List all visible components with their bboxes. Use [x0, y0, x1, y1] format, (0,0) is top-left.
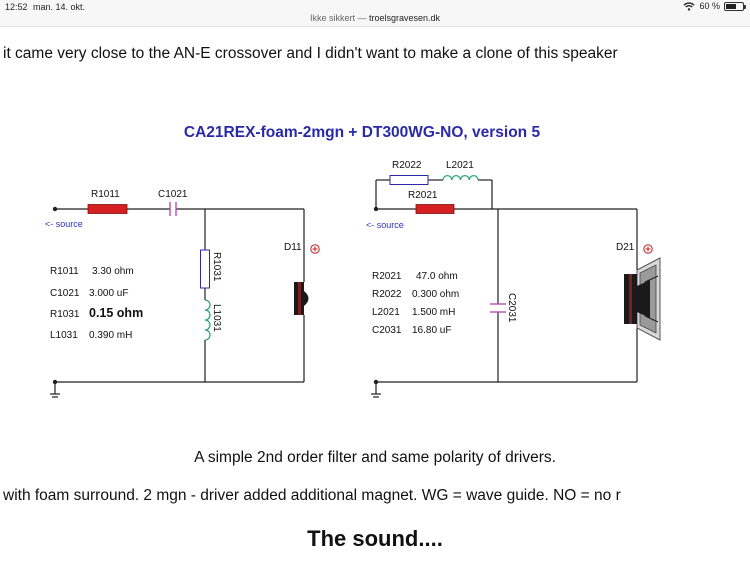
status-time: 12:52	[5, 2, 28, 12]
resistor-r2022	[389, 175, 429, 185]
woofer-d21-icon	[624, 257, 661, 341]
left-circuit	[50, 208, 305, 398]
right-value-name-3: C2031	[372, 325, 402, 336]
label-d11: D11	[284, 242, 302, 253]
inductor-l2021	[442, 174, 479, 181]
right-value-2: 1.500 mH	[412, 307, 455, 318]
label-r2021: R2021	[408, 190, 438, 201]
capacitor-c1021	[169, 202, 177, 216]
left-value-name-2: R1031	[50, 309, 80, 320]
label-l2021: L2021	[446, 160, 474, 171]
polarity-plus-icon-d21	[643, 244, 653, 254]
schematic-caption: A simple 2nd order filter and same polar…	[194, 449, 556, 466]
label-c1021: C1021	[158, 189, 188, 200]
resistor-r1031	[200, 249, 210, 289]
label-d21: D21	[616, 242, 635, 253]
crossover-schematic: CA21REX-foam-2mgn + DT300WG-NO, version …	[45, 124, 661, 398]
label-l1031: L1031	[211, 304, 222, 332]
label-c2031: C2031	[506, 293, 517, 323]
section-heading: The sound....	[307, 526, 443, 551]
label-r2022: R2022	[392, 160, 422, 171]
security-warning: Ikke sikkert —	[309, 13, 369, 23]
right-value-name-0: R2021	[372, 271, 402, 282]
label-r1011: R1011	[91, 189, 120, 200]
polarity-plus-icon-d11	[310, 244, 320, 254]
left-value-name-0: R1011	[50, 266, 79, 277]
tweeter-d11-icon	[294, 282, 309, 315]
battery-icon	[724, 1, 746, 11]
resistor-r1011	[87, 204, 128, 214]
right-circuit	[371, 179, 638, 398]
source-label-right: <- source	[366, 220, 404, 230]
left-value-name-3: L1031	[50, 330, 78, 341]
capacitor-c2031	[490, 303, 506, 313]
body-text-line-1: it came very close to the AN-E crossover…	[3, 45, 618, 62]
right-value-0: 47.0 ohm	[416, 271, 458, 282]
label-r1031: R1031	[211, 252, 222, 282]
status-date: man. 14. okt.	[33, 2, 86, 12]
left-value-0: 3.30 ohm	[92, 266, 134, 277]
url-domain: troelsgravesen.dk	[368, 13, 441, 23]
right-value-name-2: L2021	[372, 307, 400, 318]
left-value-1: 3.000 uF	[89, 288, 128, 299]
status-bar: 12:52 man. 14. okt. Ikke sikkert — troel…	[0, 0, 750, 27]
left-value-name-1: C1021	[50, 288, 80, 299]
right-value-3: 16.80 uF	[412, 325, 451, 336]
wifi-icon	[683, 1, 695, 11]
battery-fill	[726, 3, 736, 9]
left-value-3: 0.390 mH	[89, 330, 132, 341]
right-value-name-1: R2022	[372, 289, 402, 300]
schematic-title: CA21REX-foam-2mgn + DT300WG-NO, version …	[184, 124, 541, 141]
left-value-2: 0.15 ohm	[89, 306, 143, 320]
inductor-l1031	[204, 299, 211, 341]
right-value-1: 0.300 ohm	[412, 289, 459, 300]
battery-percent: 60 %	[699, 1, 720, 11]
status-right: 60 %	[683, 1, 746, 11]
left-values-list: R1011 3.30 ohm C1021 3.000 uF R1031 0.15…	[50, 266, 143, 341]
source-label-left: <- source	[45, 219, 83, 229]
right-values-list: R2021 47.0 ohm R2022 0.300 ohm L2021 1.5…	[372, 271, 459, 336]
resistor-r2021	[415, 204, 455, 214]
body-text-line-2: with foam surround. 2 mgn - driver added…	[3, 487, 621, 504]
address-bar[interactable]: Ikke sikkert — troelsgravesen.dk	[0, 13, 750, 23]
